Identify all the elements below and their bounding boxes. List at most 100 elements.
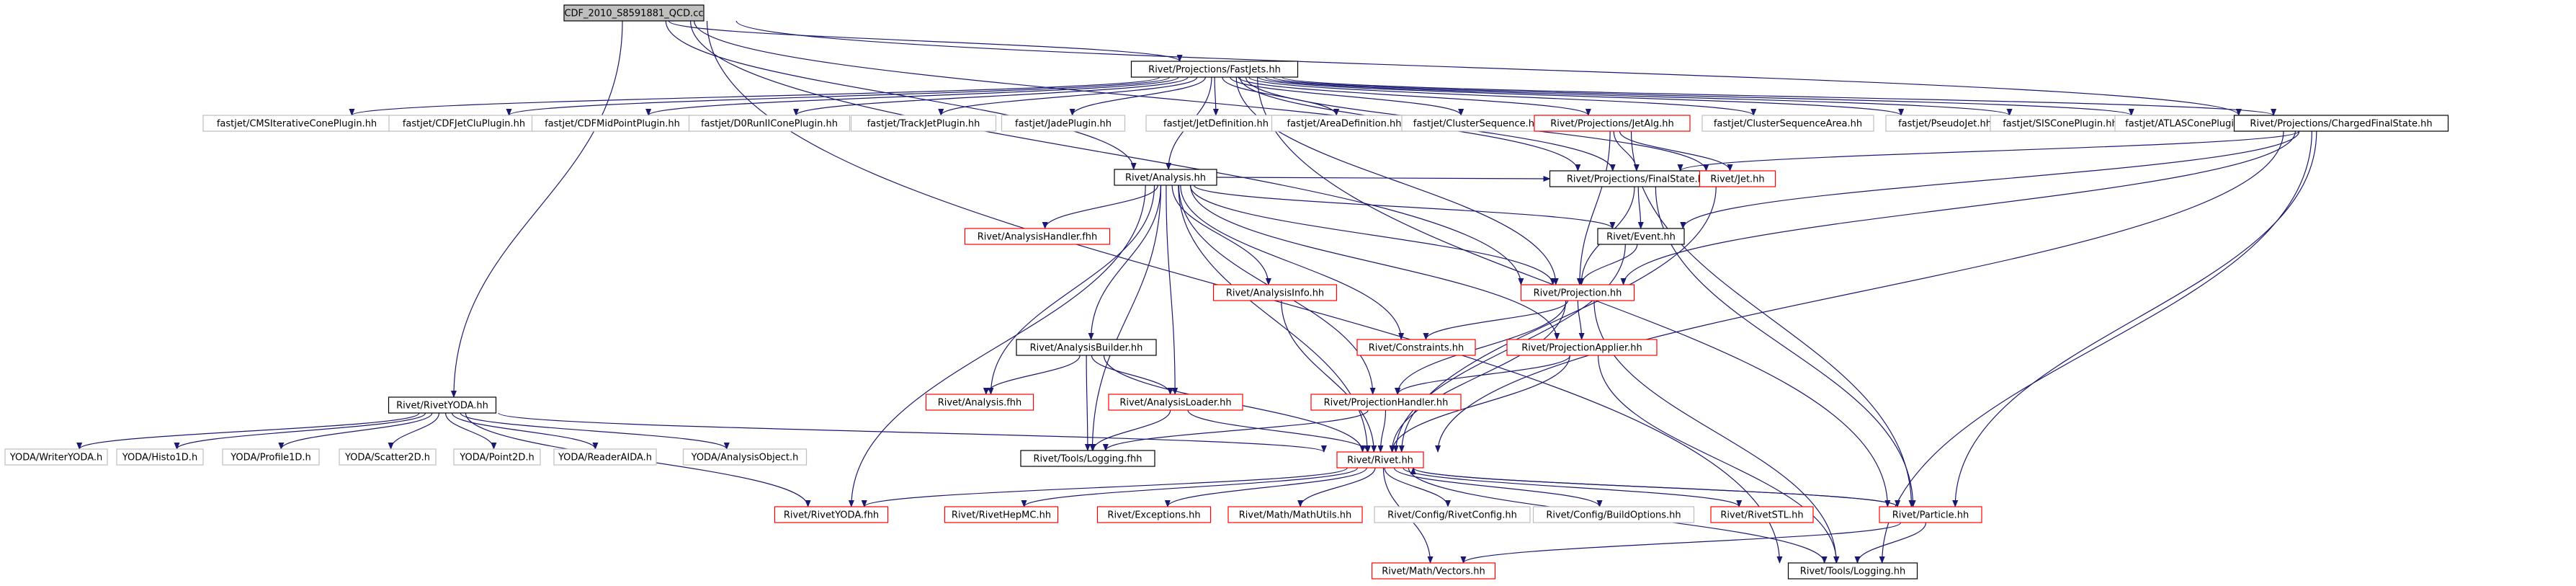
edge-rivethh-to-config [1384, 467, 1451, 507]
node-box [1701, 115, 1874, 132]
edge-rivetyoda-to-scatter [388, 412, 440, 450]
node-box [1787, 562, 1918, 580]
node-label: YODA/AnalysisObject.h [691, 453, 799, 463]
node-box [1130, 61, 1299, 78]
node-rivetyoda[interactable]: Rivet/RivetYODA.hh [388, 396, 497, 414]
edges-layer [76, 20, 2317, 564]
node-logging[interactable]: Rivet/Tools/Logging.hh [1787, 562, 1918, 580]
node-ahfhh[interactable]: Rivet/AnalysisHandler.fhh [964, 228, 1111, 245]
node-jet[interactable]: Rivet/Jet.hh [1699, 170, 1776, 187]
node-abuilder[interactable]: Rivet/AnalysisBuilder.hh [1016, 339, 1157, 356]
edge-analysis-to-finalstate [1216, 175, 1551, 182]
node-box [1371, 562, 1496, 580]
node-cdfjc[interactable]: fastjet/CDFJetCluPlugin.hh [388, 115, 540, 132]
node-histo[interactable]: YODA/Histo1D.h [116, 448, 204, 466]
node-label: Rivet/Constraints.hh [1369, 343, 1464, 354]
node-box [1016, 339, 1157, 356]
edge-particle-to-rivethh [1410, 467, 1898, 507]
edge-rivetyoda-to-rivethh [498, 412, 1327, 453]
node-cdfmp[interactable]: fastjet/CDFMidPointPlugin.hh [531, 115, 694, 132]
edge-rivethh-to-mathutils [1297, 467, 1376, 507]
node-writer[interactable]: YODA/WriterYODA.h [4, 448, 108, 466]
edge-analysis-to-event [1194, 185, 1616, 229]
node-profile[interactable]: YODA/Profile1D.h [222, 448, 320, 466]
node-logfhh[interactable]: Rivet/Tools/Logging.fhh [1020, 450, 1155, 467]
edge-abuilder-to-logfhh [1084, 355, 1091, 451]
edge-chfs-to-rivethh [1435, 130, 2284, 453]
node-root[interactable]: CDF_2010_S8591881_QCD.cc [563, 4, 705, 22]
node-label: Rivet/RivetHepMC.hh [952, 510, 1051, 521]
node-aloader[interactable]: Rivet/AnalysisLoader.hh [1108, 394, 1243, 411]
node-label: Rivet/Exceptions.hh [1107, 510, 1200, 521]
node-chfs[interactable]: Rivet/Projections/ChargedFinalState.hh [2233, 115, 2449, 132]
node-vectors[interactable]: Rivet/Math/Vectors.hh [1371, 562, 1496, 580]
node-d0[interactable]: fastjet/D0RunIIConePlugin.hh [688, 115, 851, 132]
node-areadef[interactable]: fastjet/AreaDefinition.hh [1271, 115, 1418, 132]
node-rivetstl[interactable]: Rivet/RivetSTL.hh [1710, 506, 1814, 523]
edge-rivetyoda-to-profile [278, 412, 433, 450]
node-jade[interactable]: fastjet/JadePlugin.hh [1001, 115, 1126, 132]
node-projection[interactable]: Rivet/Projection.hh [1520, 284, 1635, 301]
node-cms[interactable]: fastjet/CMSIterativeConePlugin.hh [202, 115, 391, 132]
node-box [1108, 394, 1243, 411]
node-ryfhh[interactable]: Rivet/RivetYODA.fhh [774, 506, 889, 523]
node-constraints[interactable]: Rivet/Constraints.hh [1356, 339, 1476, 356]
node-exceptions[interactable]: Rivet/Exceptions.hh [1096, 506, 1212, 523]
node-label: CDF_2010_S8591881_QCD.cc [564, 9, 703, 19]
node-mathutils[interactable]: Rivet/Math/MathUtils.hh [1227, 506, 1363, 523]
node-jetalg[interactable]: Rivet/Projections/JetAlg.hh [1534, 115, 1691, 132]
edge-analysis-to-aloader [1166, 185, 1179, 395]
node-rivethh[interactable]: Rivet/Rivet.hh [1336, 451, 1424, 469]
node-atlas[interactable]: fastjet/ATLASConePlugin.hh [2114, 115, 2266, 132]
edge-jetalg-to-particle [1630, 130, 1915, 507]
node-label: YODA/Histo1D.h [122, 453, 197, 463]
edge-event-to-projection [1578, 244, 1638, 285]
node-label: YODA/ReaderAIDA.h [558, 453, 652, 463]
node-event[interactable]: Rivet/Event.hh [1597, 228, 1685, 245]
node-analysis[interactable]: Rivet/Analysis.hh [1114, 169, 1217, 186]
edge-fastjets-to-atlas [1272, 76, 2134, 116]
node-box [774, 506, 889, 523]
edge-projection-to-phandler [1394, 300, 1567, 395]
node-jetdef[interactable]: fastjet/JetDefinition.hh [1145, 115, 1287, 132]
node-label: fastjet/SISConePlugin.hh [2003, 119, 2118, 130]
node-clseq[interactable]: fastjet/ClusterSequence.hh [1401, 115, 1552, 132]
edge-jetalg-to-finalstate [1613, 130, 1640, 172]
node-particle[interactable]: Rivet/Particle.hh [1879, 506, 1982, 523]
node-buildopts[interactable]: Rivet/Config/BuildOptions.hh [1532, 506, 1695, 523]
node-papplier[interactable]: Rivet/ProjectionApplier.hh [1506, 339, 1658, 356]
node-siscone[interactable]: fastjet/SISConePlugin.hh [1990, 115, 2131, 132]
edge-analysis-to-papplier [1190, 185, 1560, 340]
edge-analysis-to-ainfo [1171, 185, 1271, 285]
node-box [388, 396, 497, 414]
node-pseudo[interactable]: fastjet/PseudoJet.hh [1885, 115, 2005, 132]
node-scatter[interactable]: YODA/Scatter2D.h [339, 448, 437, 466]
node-clseqarea[interactable]: fastjet/ClusterSequenceArea.hh [1701, 115, 1874, 132]
node-fastjets[interactable]: Rivet/Projections/FastJets.hh [1130, 61, 1299, 78]
node-hepmc[interactable]: Rivet/RivetHepMC.hh [944, 506, 1059, 523]
node-box [1227, 506, 1363, 523]
node-box [1336, 451, 1424, 469]
node-phandler[interactable]: Rivet/ProjectionHandler.hh [1310, 394, 1462, 411]
edge-rivethh-to-ryfhh [861, 467, 1348, 507]
node-point[interactable]: YODA/Point2D.h [453, 448, 541, 466]
node-track[interactable]: fastjet/TrackJetPlugin.hh [850, 115, 997, 132]
edge-rivetyoda-to-aobj [460, 412, 730, 450]
node-box [1710, 506, 1814, 523]
node-label: fastjet/ClusterSequence.hh [1413, 119, 1540, 130]
edge-projection-to-constraints [1423, 300, 1569, 340]
node-label: YODA/Point2D.h [459, 453, 534, 463]
edge-analysis-to-ahfhh [1042, 185, 1158, 229]
node-label: Rivet/Jet.hh [1710, 174, 1764, 185]
node-afhh[interactable]: Rivet/Analysis.fhh [925, 394, 1034, 411]
edge-fastjets-to-clseqarea [1248, 76, 1756, 116]
node-config[interactable]: Rivet/Config/RivetConfig.hh [1374, 506, 1531, 523]
node-finalstate[interactable]: Rivet/Projections/FinalState.hh [1549, 170, 1727, 187]
node-aobj[interactable]: YODA/AnalysisObject.h [682, 448, 808, 466]
node-label: fastjet/CDFJetCluPlugin.hh [403, 119, 525, 130]
node-reader[interactable]: YODA/ReaderAIDA.h [553, 448, 657, 466]
node-ainfo[interactable]: Rivet/AnalysisInfo.hh [1212, 284, 1338, 301]
edge-projection-to-papplier [1577, 300, 1585, 340]
node-box [964, 228, 1111, 245]
edge-rivethh-to-buildopts [1393, 467, 1603, 507]
